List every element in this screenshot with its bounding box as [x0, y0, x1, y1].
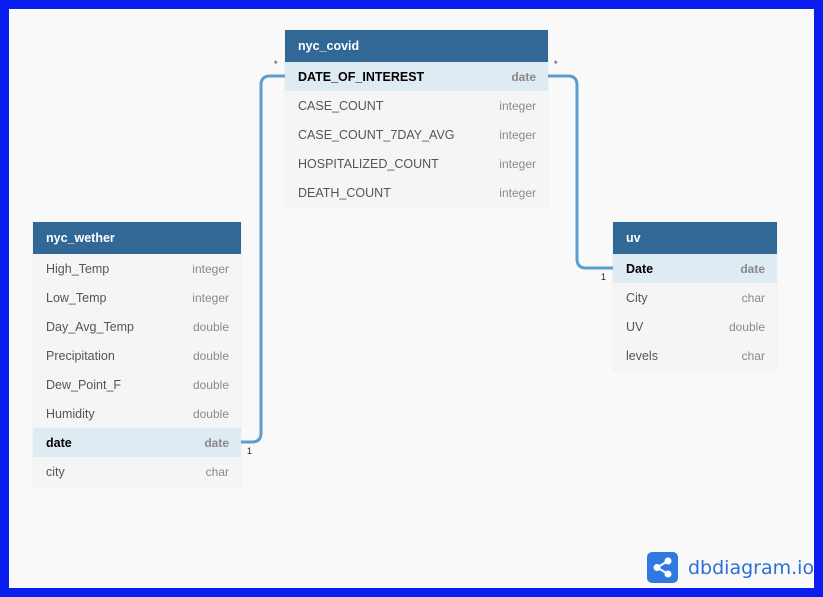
diagram-canvas[interactable]: * * 1 1 nyc_covid DATE_OF_INTEREST date … [9, 9, 814, 588]
field-type: double [192, 348, 229, 363]
field-name: CASE_COUNT_7DAY_AVG [298, 127, 455, 142]
table-field-row[interactable]: date date [33, 428, 241, 457]
field-name: UV [626, 319, 644, 334]
table-field-row[interactable]: City char [613, 283, 777, 312]
table-uv[interactable]: uv Date date City char UV double levels … [613, 222, 777, 370]
table-field-row[interactable]: Precipitation double [33, 341, 241, 370]
relationship-lines [241, 74, 613, 444]
field-type: date [511, 69, 536, 84]
cardinality-many-label: * [274, 59, 278, 69]
field-type: char [205, 464, 229, 479]
field-type: char [741, 348, 765, 363]
table-header[interactable]: uv [613, 222, 777, 254]
field-name: Precipitation [46, 348, 115, 363]
table-field-row[interactable]: DEATH_COUNT integer [285, 178, 548, 207]
table-field-row[interactable]: city char [33, 457, 241, 486]
field-type: integer [499, 98, 536, 113]
field-type: char [741, 290, 765, 305]
field-type: double [192, 319, 229, 334]
table-field-row[interactable]: Low_Temp integer [33, 283, 241, 312]
table-field-row[interactable]: Date date [613, 254, 777, 283]
table-field-row[interactable]: levels char [613, 341, 777, 370]
field-name: CASE_COUNT [298, 98, 384, 113]
field-name: Humidity [46, 406, 95, 421]
table-nyc-covid[interactable]: nyc_covid DATE_OF_INTEREST date CASE_COU… [285, 30, 548, 207]
table-field-row[interactable]: CASE_COUNT integer [285, 91, 548, 120]
field-type: double [192, 406, 229, 421]
cardinality-one-label: 1 [601, 272, 607, 282]
share-nodes-icon [647, 552, 678, 583]
field-name: HOSPITALIZED_COUNT [298, 156, 439, 171]
table-field-row[interactable]: Dew_Point_F double [33, 370, 241, 399]
table-header[interactable]: nyc_wether [33, 222, 241, 254]
field-type: integer [499, 156, 536, 171]
table-nyc-wether[interactable]: nyc_wether High_Temp integer Low_Temp in… [33, 222, 241, 486]
field-name: DEATH_COUNT [298, 185, 391, 200]
field-name: city [46, 464, 65, 479]
field-type: integer [192, 261, 229, 276]
field-name: levels [626, 348, 658, 363]
field-type: integer [192, 290, 229, 305]
table-field-row[interactable]: HOSPITALIZED_COUNT integer [285, 149, 548, 178]
cardinality-one-label: 1 [247, 446, 253, 456]
logo-text: dbdiagram.io [688, 556, 814, 579]
field-name: date [46, 435, 72, 450]
dbdiagram-logo[interactable]: dbdiagram.io [647, 552, 814, 583]
field-type: integer [499, 185, 536, 200]
relation-line-covid-uv[interactable] [548, 74, 613, 270]
table-field-row[interactable]: Humidity double [33, 399, 241, 428]
field-name: High_Temp [46, 261, 110, 276]
field-name: DATE_OF_INTEREST [298, 69, 425, 84]
table-field-row[interactable]: UV double [613, 312, 777, 341]
field-type: date [204, 435, 229, 450]
field-type: date [740, 261, 765, 276]
field-type: double [192, 377, 229, 392]
table-field-row[interactable]: CASE_COUNT_7DAY_AVG integer [285, 120, 548, 149]
field-type: integer [499, 127, 536, 142]
table-field-row[interactable]: High_Temp integer [33, 254, 241, 283]
cardinality-many-label: * [554, 59, 558, 69]
table-field-row[interactable]: DATE_OF_INTEREST date [285, 62, 548, 91]
field-name: Date [626, 261, 654, 276]
relation-line-covid-wether[interactable] [241, 74, 285, 444]
table-header[interactable]: nyc_covid [285, 30, 548, 62]
field-name: Low_Temp [46, 290, 107, 305]
field-type: double [728, 319, 765, 334]
table-field-row[interactable]: Day_Avg_Temp double [33, 312, 241, 341]
field-name: Day_Avg_Temp [46, 319, 135, 334]
field-name: Dew_Point_F [46, 377, 122, 392]
field-name: City [626, 290, 648, 305]
